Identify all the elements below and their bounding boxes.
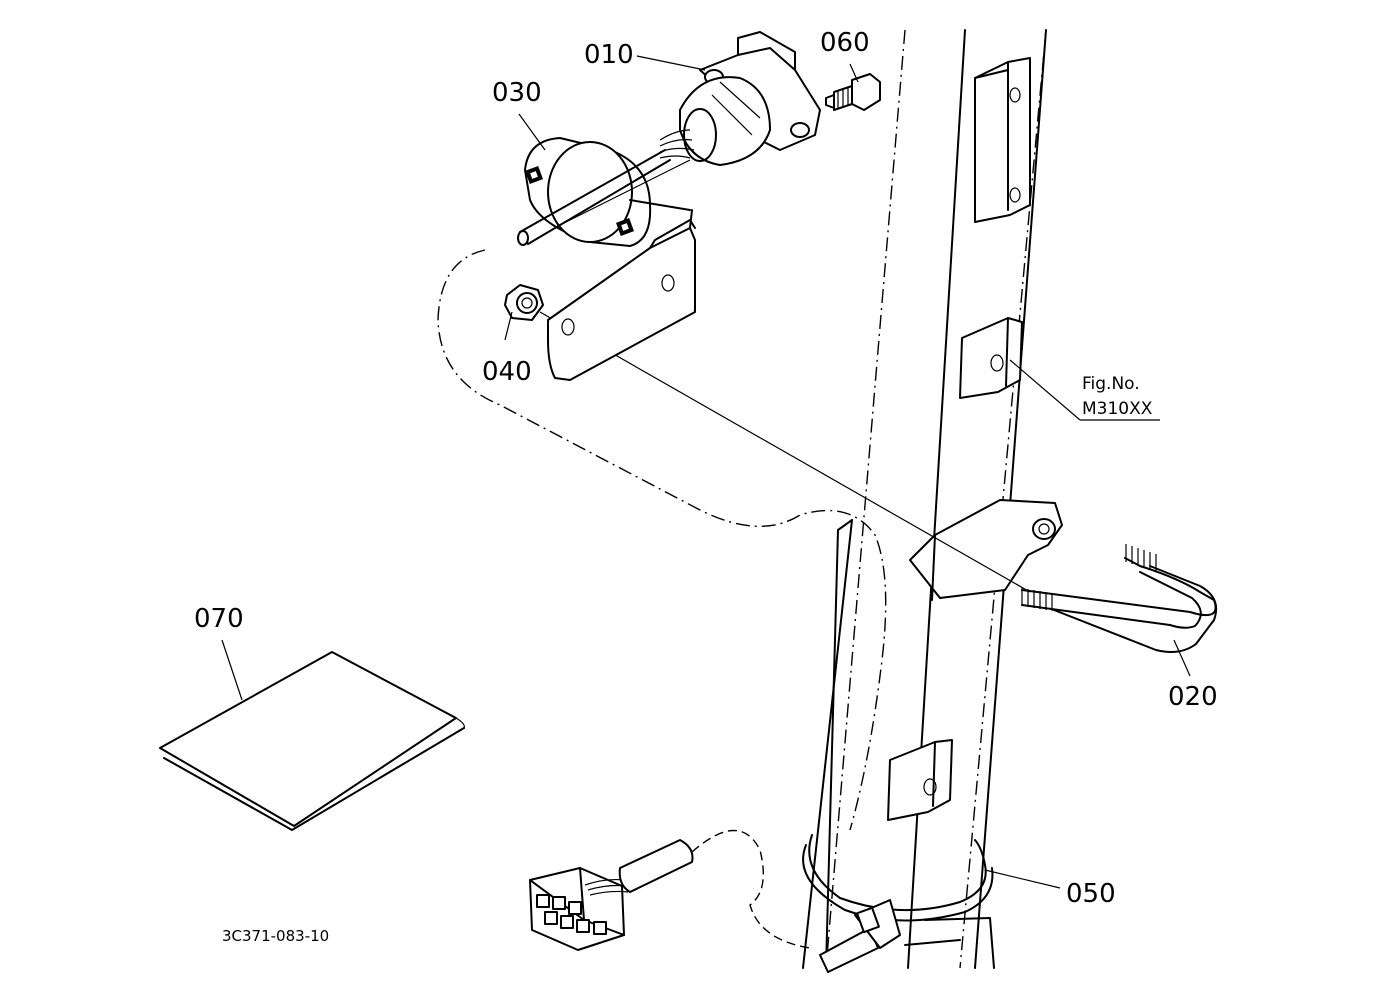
connector-plug — [529, 829, 811, 951]
part-030-gasket — [524, 137, 652, 247]
socket-cable — [517, 149, 691, 246]
u-bolt-threads — [1021, 544, 1157, 611]
part-040-nut — [504, 284, 544, 321]
post-centerlines — [825, 29, 1047, 969]
part-050-cable-tie — [802, 834, 994, 973]
part-070-sheet — [159, 651, 465, 831]
figure-ref-number: M310XX — [1082, 399, 1153, 419]
mast-mount-plate — [909, 499, 1063, 601]
callout-010: 010 — [584, 40, 634, 70]
callout-040: 040 — [482, 357, 532, 387]
part-010-socket — [659, 31, 821, 166]
callout-020: 020 — [1168, 682, 1218, 712]
figure-ref-label: Fig.No. — [1082, 374, 1140, 394]
drawing-code: 3C371-083-10 — [222, 927, 329, 945]
callout-050: 050 — [1066, 879, 1116, 909]
callout-060: 060 — [820, 28, 870, 58]
harness-route — [437, 249, 887, 831]
callout-030: 030 — [492, 78, 542, 108]
leader-lines — [221, 55, 1191, 889]
part-020-u-bolt — [1021, 544, 1218, 653]
assembly-guide-line — [539, 311, 1031, 593]
mast-clip-top — [974, 57, 1031, 223]
callout-070: 070 — [194, 604, 244, 634]
mast-clip-lower — [887, 739, 953, 821]
bracket-plate — [547, 199, 696, 381]
part-060-bolt — [825, 73, 881, 111]
mast-clip-middle — [959, 317, 1023, 399]
socket-wires — [659, 129, 695, 159]
mast — [802, 29, 1047, 969]
